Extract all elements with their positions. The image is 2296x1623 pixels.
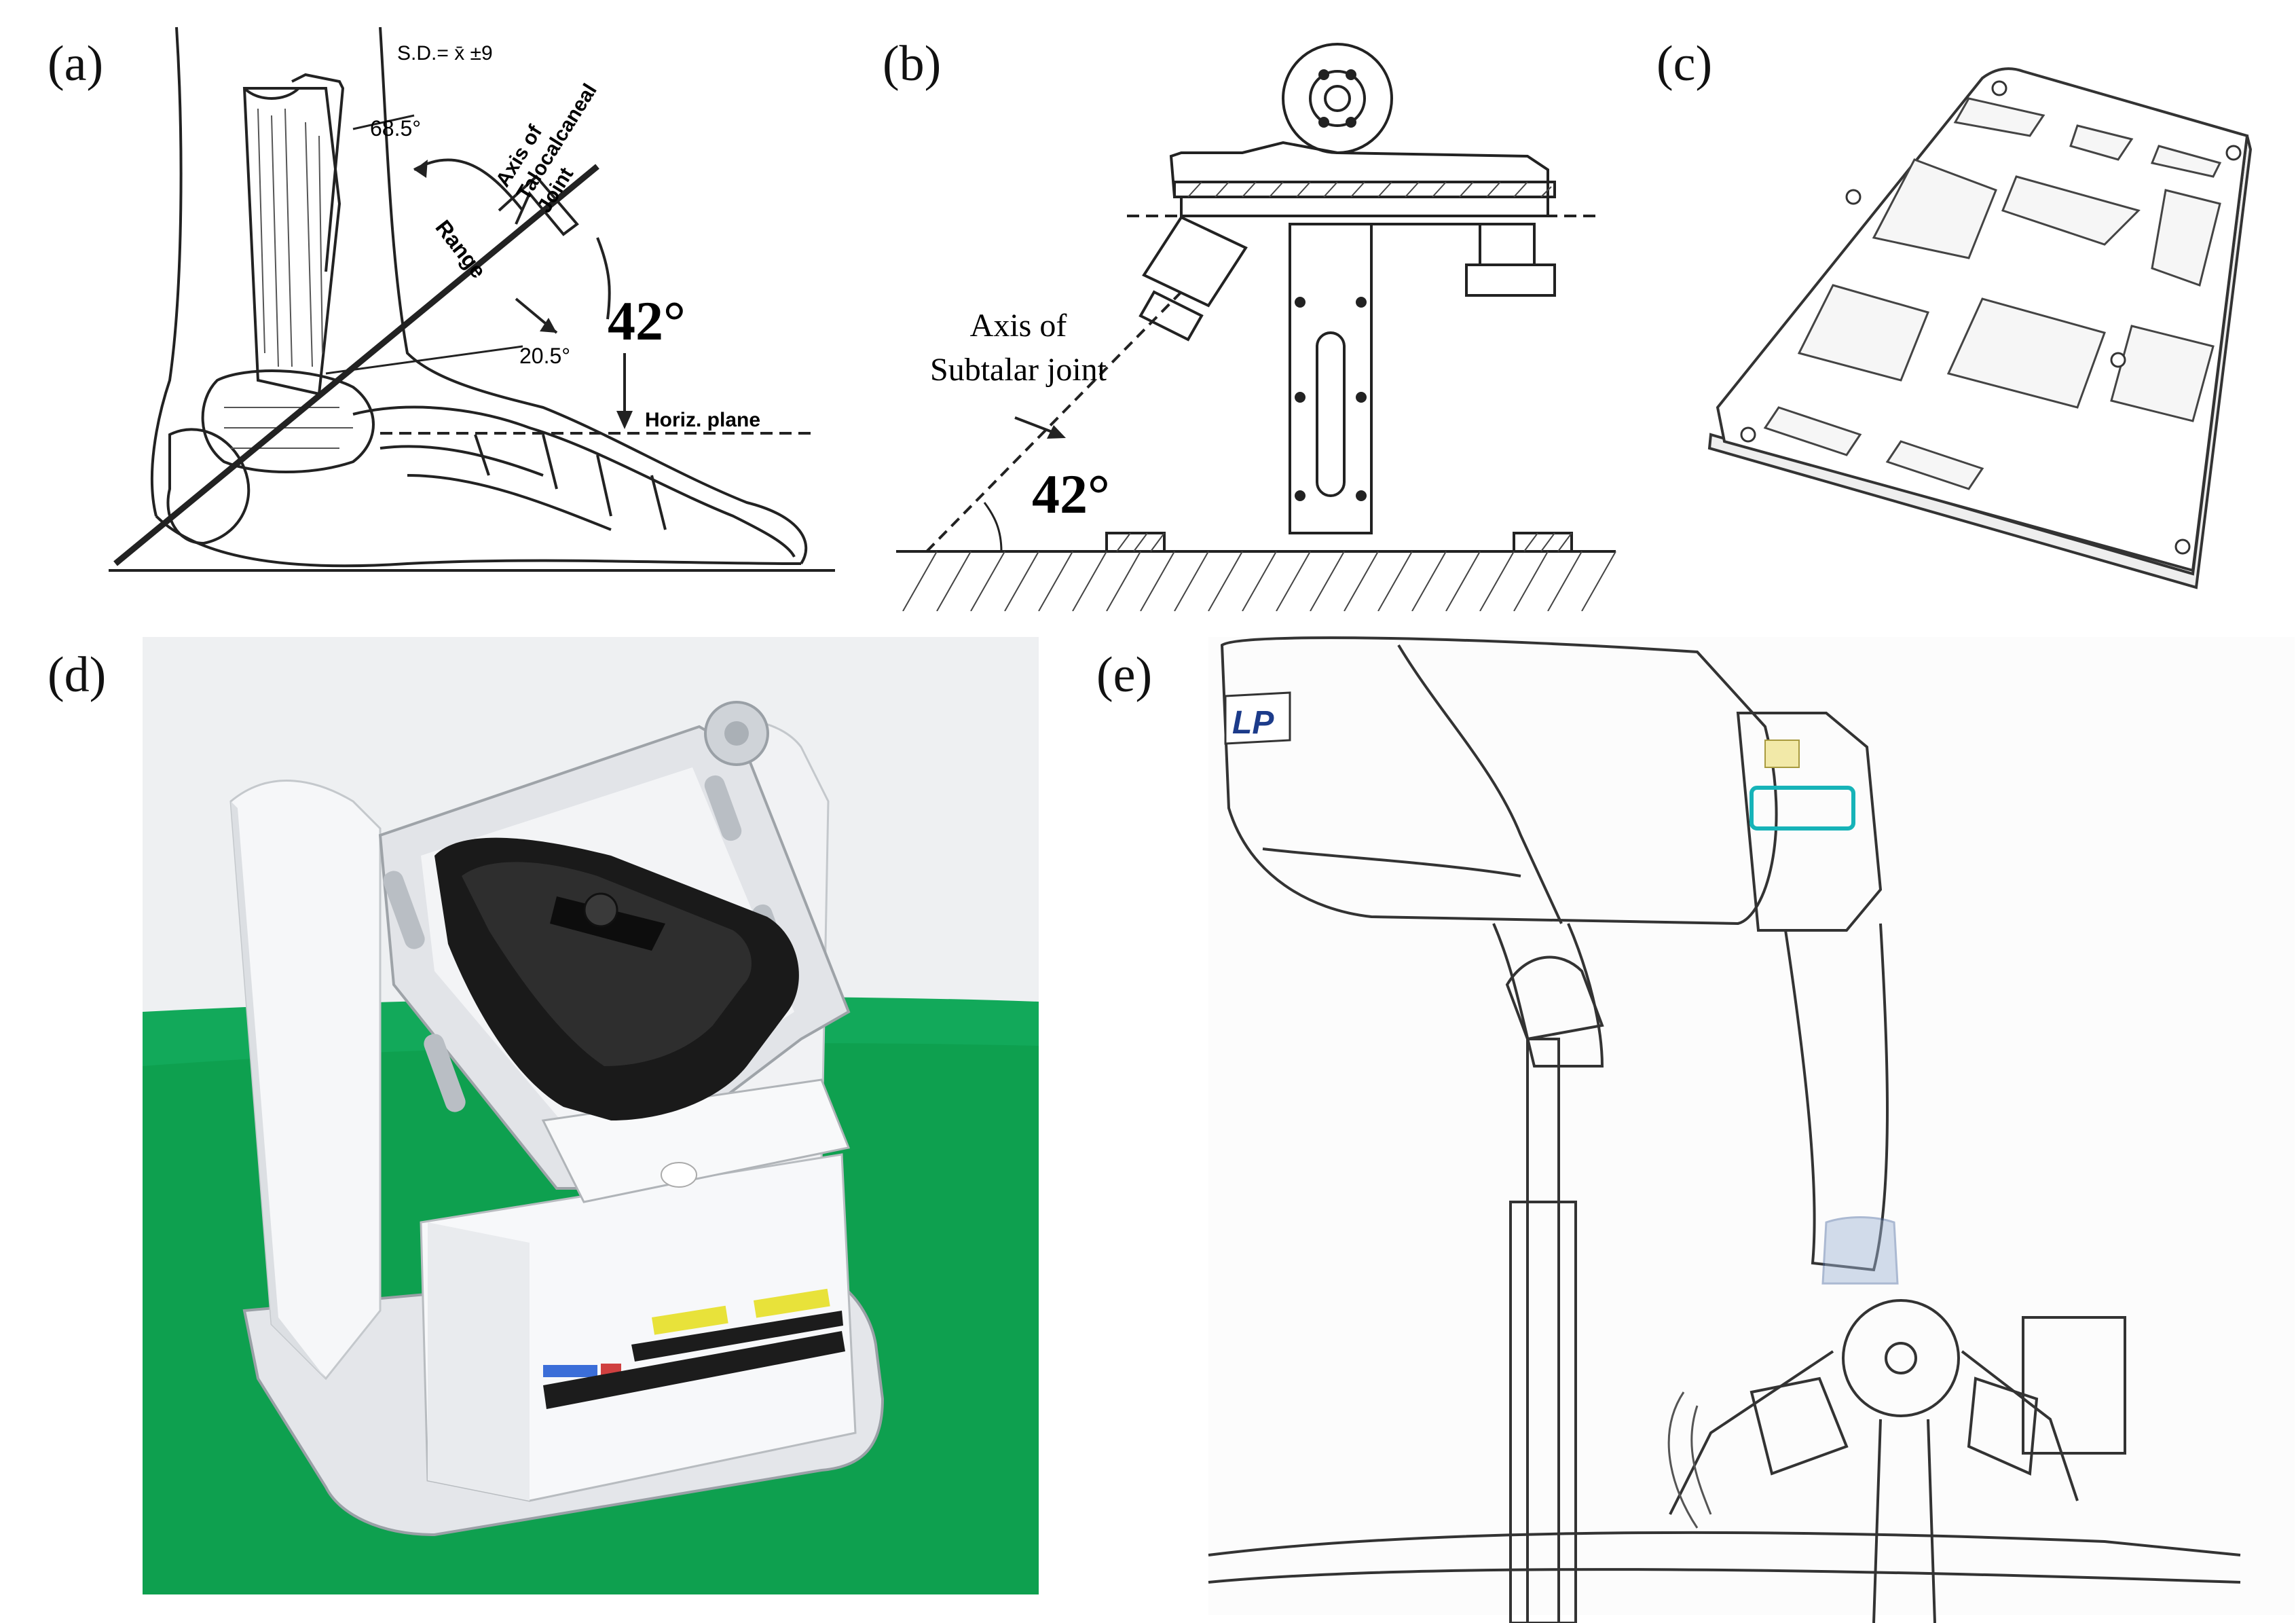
panel-c-label: (c) <box>1656 36 1713 92</box>
ground-hatching <box>902 551 1616 611</box>
yellow-label <box>754 1288 830 1318</box>
panel-a-label: (a) <box>48 36 104 92</box>
lp-logo-text: LP <box>1232 705 1274 741</box>
ankle-sock <box>1821 1216 1899 1285</box>
ankle-anatomy-drawing: S.D.= x̄ ±9 68.5° 20.5° Range Axis of Ta… <box>109 26 835 572</box>
panel-b: (b) <box>862 0 1629 611</box>
terminal-strip <box>543 1331 845 1409</box>
robot-disc <box>1842 1299 1960 1417</box>
color-tag <box>543 1365 597 1377</box>
angle-lower-label: 20.5° <box>519 344 570 368</box>
cyan-strap <box>1749 786 1855 831</box>
support-pole <box>1526 1038 1560 1623</box>
patient-on-device-sketch: LP <box>1208 636 2295 1623</box>
range-label: Range <box>430 215 491 282</box>
panel-d: (d) <box>0 632 1059 1623</box>
shank-outline <box>1784 923 1889 1272</box>
panel-c: (c) <box>1629 0 2296 611</box>
hand-outline <box>1505 955 1604 1041</box>
panel-a: (a) <box>0 0 855 598</box>
terminal-strip <box>631 1311 843 1362</box>
ankle-robot-photo <box>143 637 1039 1594</box>
panel-e: (e) <box>1086 632 2296 1623</box>
knee-brace <box>1736 712 1883 932</box>
angle-upper-label: 68.5° <box>370 116 421 141</box>
sd-note: S.D.= x̄ ±9 <box>397 42 493 65</box>
axis-label-line1: Axis of <box>970 308 1067 344</box>
yellow-label <box>652 1305 728 1335</box>
thigh-outline <box>1220 636 1778 926</box>
foot-plate-cad-render <box>1707 67 2253 589</box>
panel-b-label: (b) <box>883 36 942 92</box>
horizontal-plane-label: Horiz. plane <box>645 409 760 431</box>
angle-label: 42° <box>1032 463 1110 525</box>
subtalar-schematic: Axis of Subtalar joint 42° <box>896 43 1616 611</box>
axis-label-line2: Subtalar joint <box>930 352 1107 388</box>
main-angle-label: 42° <box>608 290 686 352</box>
axis-label-group: Axis of Talocalcaneal Joint <box>492 80 601 217</box>
panel-d-label: (d) <box>48 647 107 703</box>
lp-logo-patch <box>1224 691 1291 745</box>
panel-e-label: (e) <box>1096 647 1153 703</box>
